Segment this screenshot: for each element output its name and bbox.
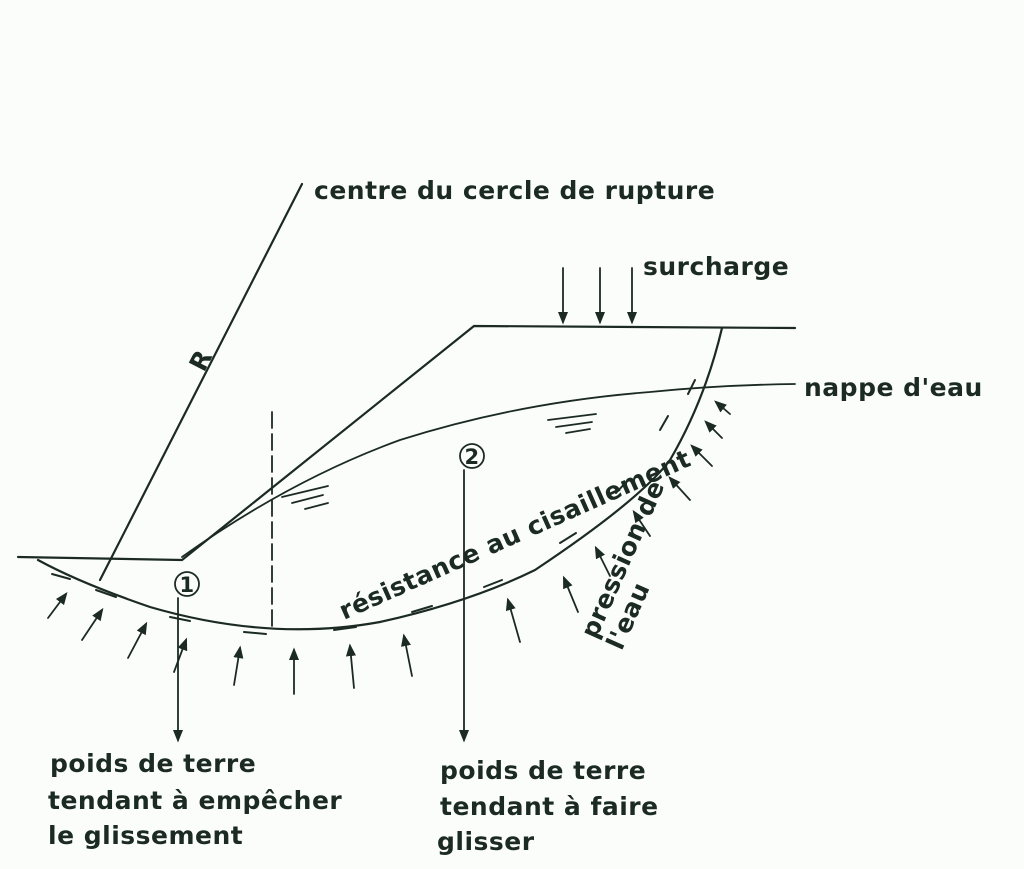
water-table-line [181,383,796,558]
shear-dashes [51,379,696,635]
failure-circle-arc [36,326,724,631]
water-pressure-arrows [47,400,731,695]
weight-resist-caption: poids de terre tendant à empêcher le gli… [48,749,342,850]
svg-text:poids de terre: poids de terre [440,756,646,785]
ground-profile [16,324,797,562]
surcharge-arrows [557,267,638,325]
svg-text:tendant à empêcher: tendant à empêcher [48,786,342,815]
radius-line [98,182,304,582]
svg-text:le glissement: le glissement [48,821,243,850]
svg-text:tendant à faire: tendant à faire [440,792,659,821]
svg-text:2: 2 [464,445,479,469]
weight-slide-caption: poids de terre tendant à faire glisser [437,756,659,856]
water-hatch-marks [281,413,597,510]
water-table-label: nappe d'eau [804,373,983,402]
svg-text:poids de terre: poids de terre [50,749,256,778]
marker-1: 1 [174,571,200,597]
surcharge-label: surcharge [643,252,789,281]
svg-text:glisser: glisser [437,827,535,856]
marker-2: 2 [459,443,485,469]
svg-text:1: 1 [179,573,194,597]
radius-label: R [184,345,219,376]
center-label: centre du cercle de rupture [314,176,715,205]
